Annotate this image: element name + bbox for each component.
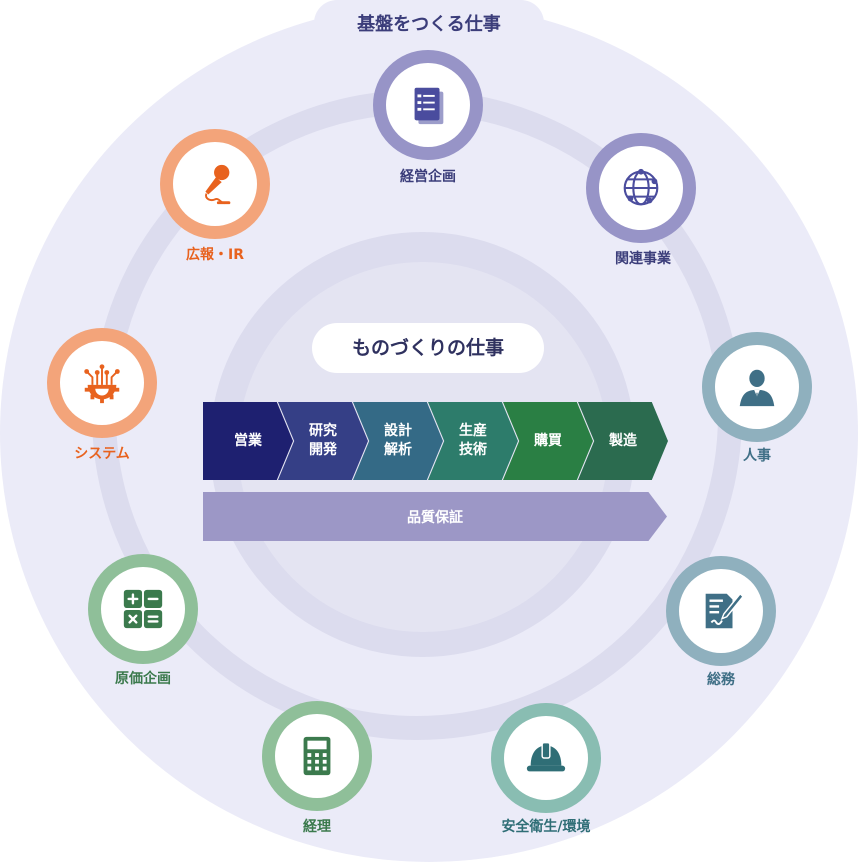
- node-label-safety-environment: 安全衛生/環境: [501, 819, 591, 835]
- node-label-accounting: 経理: [303, 819, 331, 835]
- flow-step-design: 設計 解析: [353, 402, 443, 480]
- node-human-resources: [702, 332, 812, 442]
- node-public-relations-ir: [160, 129, 270, 239]
- document-pen-icon: [705, 592, 744, 629]
- flow-step-label: 設計 解析: [384, 423, 412, 458]
- flow-step-label: 営業: [234, 432, 262, 449]
- flow-step-sales: 営業: [203, 402, 293, 480]
- quality-assurance-label: 品質保証: [407, 509, 463, 526]
- flow-step-label: 生産 技術: [459, 423, 487, 458]
- node-label-human-resources: 人事: [743, 448, 771, 464]
- microphone-icon: [205, 164, 231, 205]
- math-symbols-icon: [123, 589, 163, 629]
- node-accounting: [262, 701, 372, 811]
- node-safety-environment: [491, 703, 601, 813]
- node-label-cost-planning: 原価企画: [115, 671, 171, 687]
- node-label-systems: システム: [74, 446, 130, 462]
- node-general-affairs: [666, 556, 776, 666]
- hardhat-icon: [526, 741, 566, 772]
- document-checklist-icon: [414, 87, 444, 125]
- flow-step-label: 製造: [609, 432, 637, 449]
- node-related-business: [586, 133, 696, 243]
- quality-assurance-bar: 品質保証: [203, 492, 667, 541]
- node-label-management-planning: 経営企画: [400, 169, 456, 185]
- flow-step-label: 研究 開発: [309, 423, 337, 458]
- gear-chip-icon: [84, 364, 120, 404]
- node-label-general-affairs: 総務: [707, 672, 735, 688]
- node-label-public-relations-ir: 広報・IR: [186, 247, 244, 263]
- node-management-planning: [373, 50, 483, 160]
- node-systems: [47, 328, 157, 438]
- person-icon: [739, 369, 775, 407]
- node-cost-planning: [88, 554, 198, 664]
- flow-step-label: 購買: [534, 432, 562, 449]
- node-label-related-business: 関連事業: [615, 251, 671, 267]
- flow-step-production-engineering: 生産 技術: [428, 402, 518, 480]
- calculator-icon: [303, 736, 331, 776]
- outer-title: 基盤をつくる仕事: [314, 0, 544, 46]
- globe-network-icon: [623, 168, 659, 206]
- inner-title: ものづくりの仕事: [312, 323, 544, 373]
